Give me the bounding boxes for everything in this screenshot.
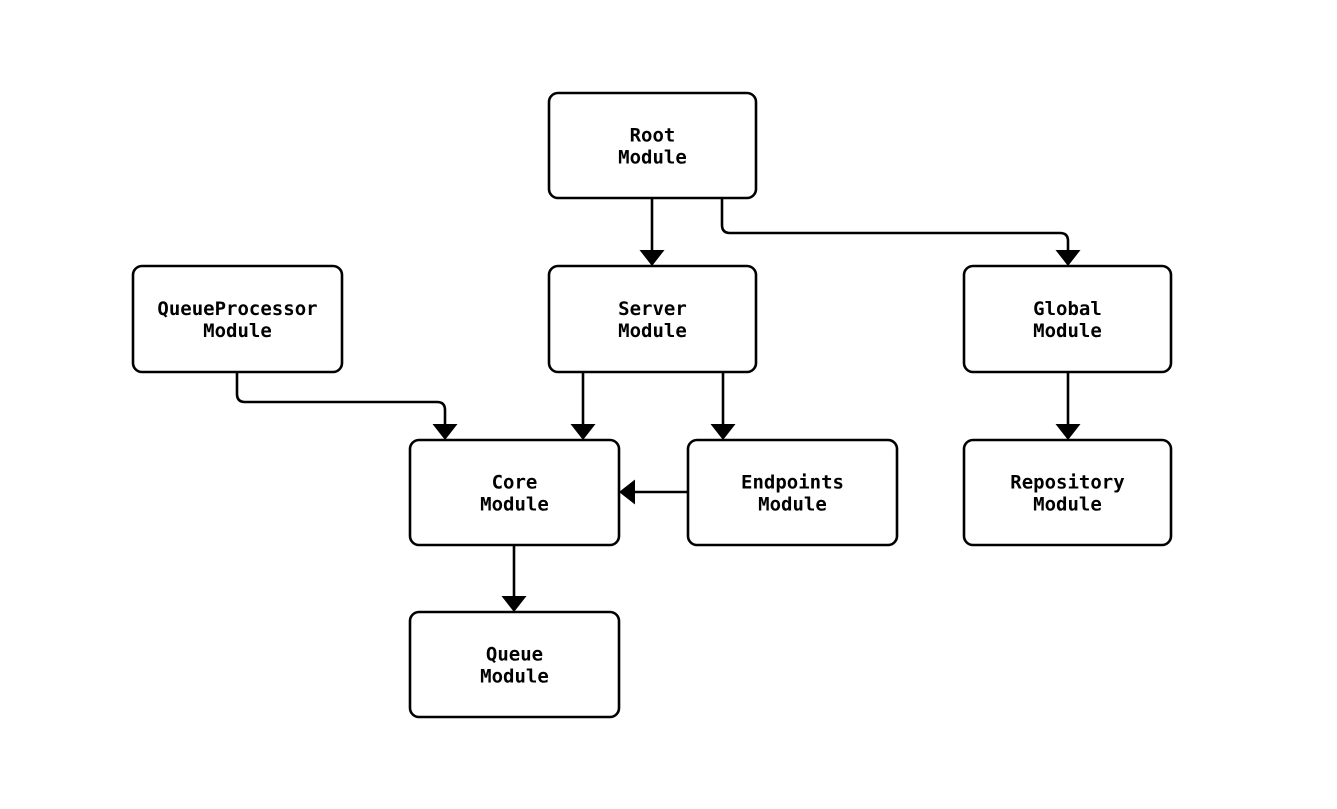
edge-endpoints-to-core (619, 479, 688, 505)
arrowhead-icon (501, 596, 527, 612)
edge-core-to-queue (501, 545, 527, 612)
node-box (547, 264, 758, 374)
node-box (408, 438, 621, 547)
edge-server-to-core (570, 372, 596, 440)
arrowhead-icon (1055, 424, 1081, 440)
node-box (547, 91, 758, 200)
edge-server-to-endpoints (710, 372, 736, 440)
node-box (962, 438, 1173, 547)
edge-global-to-repository (1055, 372, 1081, 440)
node-box (131, 264, 344, 374)
node-box (686, 438, 899, 547)
arrowhead-icon (570, 424, 596, 440)
edge-root-to-server (639, 198, 665, 266)
edge-line (235, 372, 447, 424)
node-box (962, 264, 1173, 374)
arrowhead-icon (1055, 250, 1081, 266)
arrowhead-icon (432, 424, 458, 440)
edge-line (720, 198, 1070, 250)
arrowhead-icon (710, 424, 736, 440)
node-box (408, 610, 621, 719)
arrowhead-icon (619, 479, 635, 505)
arrowhead-icon (639, 250, 665, 266)
edge-queueprocessor-to-core (235, 372, 458, 440)
edge-root-to-global (720, 198, 1081, 266)
